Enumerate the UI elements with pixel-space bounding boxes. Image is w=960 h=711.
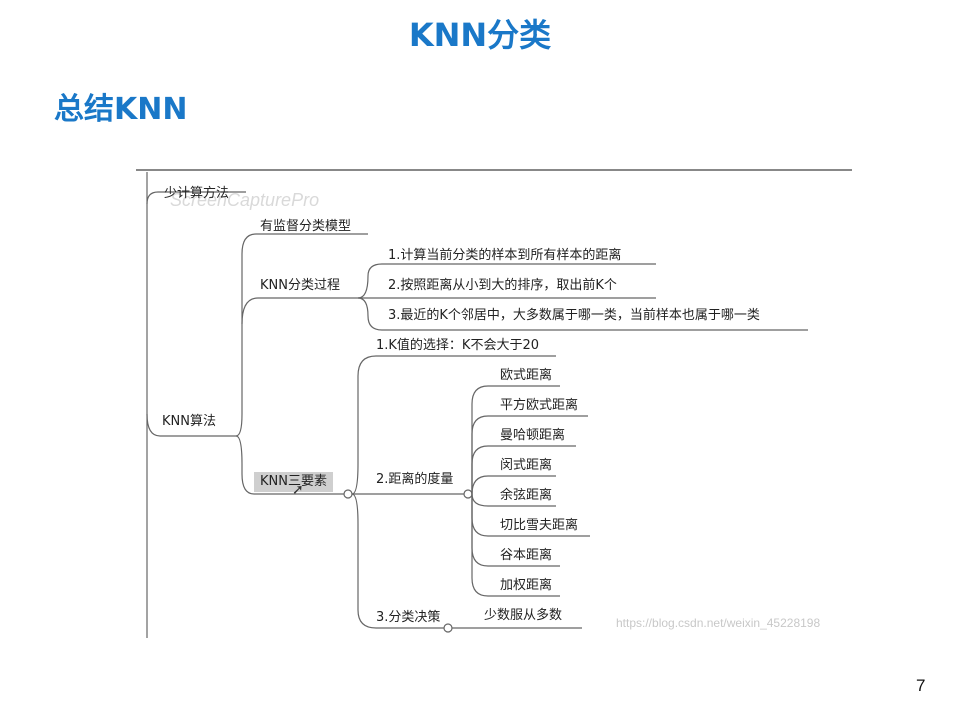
node-three-elements: KNN三要素 [254,472,333,492]
node-distance-item: 闵式距离 [500,458,553,473]
node-distance-item: 余弦距离 [500,488,553,503]
node-distance-item: 欧式距离 [500,368,553,383]
section-title: 总结KNN [54,92,188,127]
node-process-step-1: 1.计算当前分类的样本到所有样本的距离 [388,248,622,263]
page-number: 7 [916,676,926,695]
slide-title: KNN分类 [408,16,552,54]
node-root: KNN算法 [162,414,216,429]
node-distance: 2.距离的度量 [376,472,454,487]
node-k-choice: 1.K值的选择：K不会大于20 [376,338,539,353]
mindmap-image: ScreenCapturePro 少计算方法 KNN算法 有监督分类模型 KNN… [136,164,852,642]
mouse-cursor-icon: ➚ [292,482,304,498]
watermark-top: ScreenCapturePro [170,190,320,210]
node-distance-item: 平方欧式距离 [500,398,579,413]
node-distance-item: 谷本距离 [500,548,553,563]
node-supervised: 有监督分类模型 [260,219,352,234]
node-prev-branch: 少计算方法 [164,186,230,201]
watermark-bottom: https://blog.csdn.net/weixin_45228198 [616,616,821,630]
node-decision: 3.分类决策 [376,610,441,625]
node-process-step-2: 2.按照距离从小到大的排序，取出前K个 [388,278,617,293]
mindmap-connectors [136,169,852,638]
node-decision-rule: 少数服从多数 [484,608,563,623]
node-distance-item: 曼哈顿距离 [500,428,566,443]
node-process: KNN分类过程 [260,278,340,293]
node-distance-item: 切比雪夫距离 [500,518,579,533]
node-distance-item: 加权距离 [500,578,553,593]
node-process-step-3: 3.最近的K个邻居中，大多数属于哪一类，当前样本也属于哪一类 [388,308,760,323]
